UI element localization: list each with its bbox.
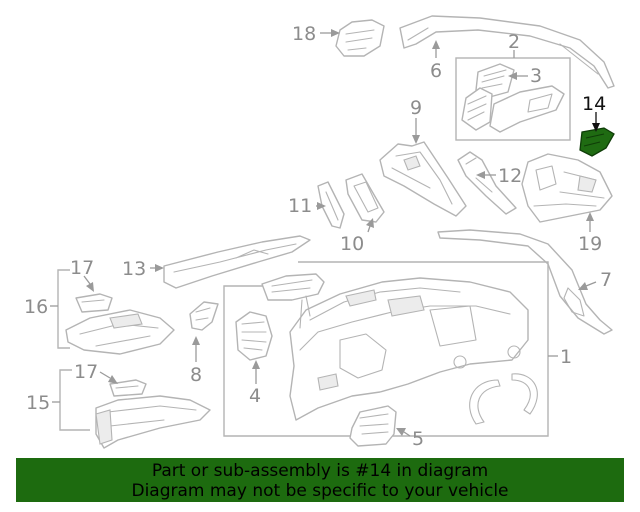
part-18 [335, 19, 385, 57]
parts-diagram: 18 6 2 3 14 9 12 19 11 10 13 7 1 4 5 8 1… [24, 15, 615, 450]
callout-18: 18 [292, 23, 316, 45]
callout-17-lower: 17 [74, 361, 98, 383]
part-10 [345, 173, 385, 223]
callout-6: 6 [430, 60, 442, 82]
callout-17-upper: 17 [70, 257, 94, 279]
part-bezel-arcs [469, 373, 538, 425]
part-1-instrument-panel [289, 277, 529, 421]
banner-line-1: Part or sub-assembly is #14 in diagram [151, 461, 489, 481]
leaders [50, 29, 600, 437]
part-14-highlighted [579, 127, 615, 157]
part-9 [379, 141, 467, 217]
callout-labels: 18 6 2 3 14 9 12 19 11 10 13 7 1 4 5 8 1… [24, 23, 612, 450]
banner-line-2: Diagram may not be specific to your vehi… [131, 481, 509, 501]
callout-12: 12 [498, 165, 522, 187]
callout-5: 5 [412, 428, 424, 450]
part-12 [457, 151, 517, 215]
callout-7: 7 [600, 269, 612, 291]
info-banner: Part or sub-assembly is #14 in diagram D… [16, 458, 624, 502]
callout-10: 10 [340, 233, 364, 255]
callout-1: 1 [560, 346, 572, 368]
part-upper-vent [261, 273, 325, 301]
callout-19: 19 [578, 233, 602, 255]
callout-4: 4 [249, 385, 261, 407]
callout-3: 3 [530, 65, 542, 87]
callout-9: 9 [410, 97, 422, 119]
callout-16: 16 [24, 296, 48, 318]
part-6 [399, 15, 615, 89]
part-13 [163, 235, 311, 289]
part-4 [235, 311, 273, 361]
part-8 [189, 301, 219, 331]
group-15 [59, 369, 211, 449]
group-box-2 [455, 57, 571, 141]
part-19 [521, 153, 613, 223]
callout-15: 15 [26, 392, 50, 414]
part-5 [349, 405, 397, 447]
part-3-vent [461, 63, 565, 133]
callout-11: 11 [288, 195, 312, 217]
callout-14: 14 [582, 93, 606, 115]
callout-2: 2 [508, 31, 520, 53]
group-16 [57, 269, 175, 355]
callout-8: 8 [190, 364, 202, 386]
part-7 [437, 229, 613, 335]
callout-13: 13 [122, 258, 146, 280]
